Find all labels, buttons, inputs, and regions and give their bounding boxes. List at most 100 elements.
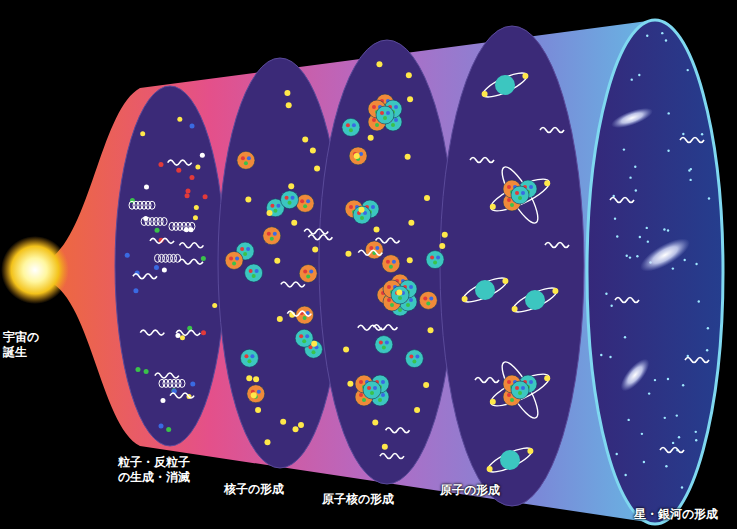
particle-dot	[252, 274, 256, 278]
stage-label: 粒子・反粒子 の生成・消滅	[118, 455, 196, 485]
nucleon	[225, 251, 243, 269]
particle-dot	[482, 91, 488, 97]
particle-dot	[682, 384, 684, 386]
particle-dot	[243, 252, 247, 256]
photon-wave	[373, 325, 397, 330]
particle-dot	[273, 209, 277, 213]
particle-dot	[370, 391, 374, 395]
particle-dot	[373, 386, 377, 390]
particle-dot	[280, 419, 286, 425]
photon-wave	[179, 259, 203, 264]
particle-dot	[345, 251, 351, 257]
particle-dot	[382, 444, 388, 450]
nucleon	[237, 151, 255, 169]
particle-dot	[288, 201, 292, 205]
particle-dot	[690, 168, 692, 170]
particle-dot	[408, 220, 414, 226]
photon-wave	[685, 358, 709, 363]
particle-dot	[379, 341, 383, 345]
photon-wave	[615, 298, 639, 303]
particle-dot	[267, 210, 273, 216]
particle-dot	[349, 128, 353, 132]
particle-dot	[707, 327, 709, 329]
particle-dot	[240, 247, 244, 251]
particle-dot	[518, 391, 522, 395]
photon-wave	[540, 128, 564, 133]
particle-dot	[359, 393, 363, 397]
particle-dot	[375, 123, 379, 127]
nucleon	[296, 194, 314, 212]
gluon-helix	[161, 218, 167, 226]
nucleon	[376, 106, 394, 124]
particle-dot	[311, 350, 315, 354]
particle-dot	[415, 355, 419, 359]
particle-dot	[232, 261, 236, 265]
gluon-helix	[189, 222, 195, 230]
particle-dot	[203, 194, 208, 199]
particle-dot	[312, 246, 318, 252]
particle-dot	[244, 161, 248, 165]
particle-dot	[527, 448, 533, 454]
particle-dot	[639, 236, 641, 238]
particle-dot	[521, 386, 525, 390]
particle-dot	[135, 367, 140, 372]
particle-dot	[385, 341, 389, 345]
electron-orbit	[510, 284, 559, 317]
particle-dot	[521, 191, 525, 195]
particle-dot	[629, 176, 631, 178]
particle-dot	[643, 461, 645, 463]
particle-dot	[687, 69, 689, 71]
particle-dot	[245, 196, 251, 202]
gluon-helix	[175, 254, 181, 262]
particle-dot	[515, 191, 519, 195]
particle-dot	[616, 235, 618, 237]
particle-dot	[201, 256, 206, 261]
particle-dot	[303, 316, 307, 320]
particle-dot	[212, 303, 217, 308]
particle-dot	[609, 356, 611, 358]
particle-dot	[371, 205, 375, 209]
particle-dot	[409, 298, 413, 302]
particle-dot	[698, 300, 700, 302]
particle-dot	[626, 255, 628, 257]
particle-dot	[310, 147, 316, 153]
particle-dot	[398, 296, 402, 300]
particle-dot	[386, 260, 390, 264]
particle-dot	[428, 327, 434, 333]
particle-dot	[381, 380, 385, 384]
particle-dot	[160, 398, 165, 403]
nucleon	[349, 147, 367, 165]
stage-label: 原子核の形成	[322, 492, 394, 507]
particle-dot	[681, 486, 683, 488]
particle-dot	[159, 423, 164, 428]
particle-dot	[253, 376, 259, 382]
particle-dot	[678, 436, 680, 438]
particle-dot	[235, 256, 239, 260]
particle-dot	[359, 152, 363, 156]
particle-dot	[706, 349, 708, 351]
stage-label: 核子の形成	[224, 482, 284, 497]
particle-dot	[372, 118, 376, 122]
particle-dot	[368, 135, 374, 141]
particle-dot	[200, 153, 205, 158]
particle-dot	[648, 392, 650, 394]
particle-dot	[529, 185, 533, 189]
particle-dot	[177, 117, 182, 122]
particle-dot	[360, 216, 364, 220]
particle-dot	[406, 303, 410, 307]
particle-dot	[624, 474, 626, 476]
particle-dot	[629, 256, 631, 258]
electron-orbit	[496, 163, 544, 227]
particle-dot	[394, 105, 398, 109]
particle-dot	[600, 354, 602, 356]
particle-dot	[695, 439, 697, 441]
photon-wave	[376, 238, 400, 243]
particle-dot	[241, 156, 245, 160]
particle-dot	[414, 407, 420, 413]
particle-dot	[180, 335, 185, 340]
nucleon	[299, 265, 317, 283]
particle-dot	[387, 285, 391, 289]
particle-dot	[291, 220, 297, 226]
particle-dot	[349, 205, 353, 209]
particle-dot	[189, 175, 194, 180]
